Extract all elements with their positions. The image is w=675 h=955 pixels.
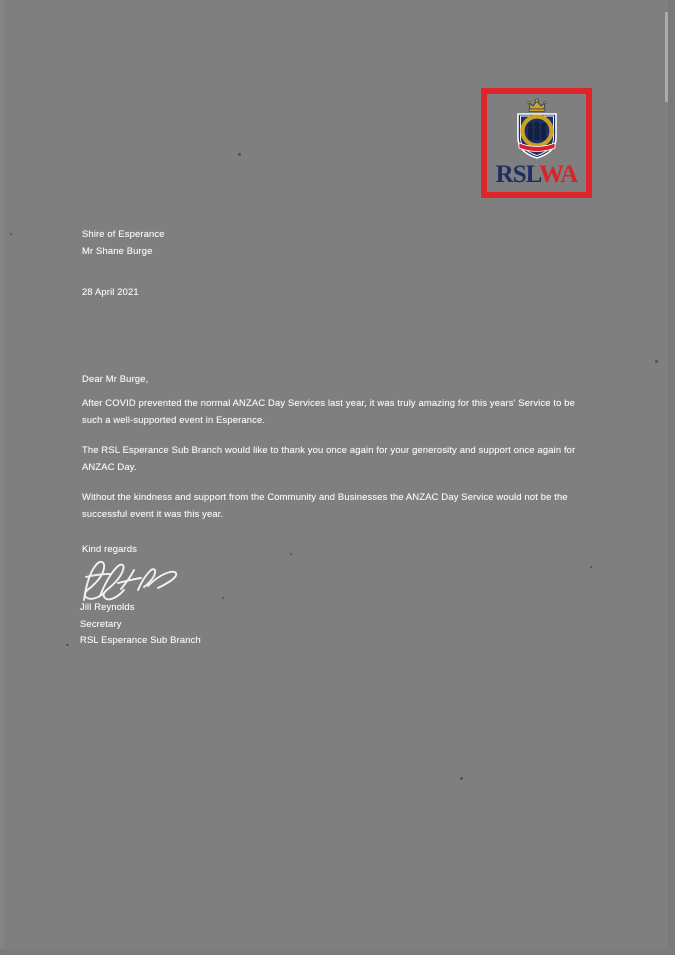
page-bottom-edge <box>0 949 675 955</box>
scan-speck <box>238 153 241 156</box>
scan-speck <box>590 566 592 568</box>
addressee-person: Mr Shane Burge <box>82 245 153 257</box>
wordmark-wa: WA <box>539 161 578 188</box>
scan-speck <box>655 360 658 363</box>
scan-speck <box>460 777 463 780</box>
scan-speck <box>66 644 69 646</box>
logo-inner: RSLWA <box>490 97 583 189</box>
rsl-badge-icon <box>516 98 557 159</box>
addressee-block: Shire of Esperance Mr Shane Burge <box>82 227 402 260</box>
handwritten-signature <box>83 560 178 601</box>
scan-speck <box>290 553 292 555</box>
signoff-organisation: RSL Esperance Sub Branch <box>80 635 201 646</box>
body-paragraph-1: After COVID prevented the normal ANZAC D… <box>82 398 576 426</box>
letter-date: 28 April 2021 <box>82 287 139 298</box>
addressee-organisation: Shire of Esperance <box>82 229 165 240</box>
scan-streak <box>665 12 668 102</box>
letter-body: After COVID prevented the normal ANZAC D… <box>82 396 590 537</box>
page-left-edge <box>0 0 4 955</box>
rsl-wa-wordmark: RSLWA <box>490 162 583 188</box>
scan-speck <box>10 233 12 235</box>
rsl-wa-logo: RSLWA <box>481 88 592 198</box>
page-right-edge <box>668 0 675 955</box>
signoff-title: Secretary <box>80 618 122 630</box>
signoff-name: Jill Reynolds <box>80 602 135 613</box>
scan-speck <box>222 597 224 599</box>
letter-salutation: Dear Mr Burge, <box>82 374 149 385</box>
body-paragraph-3: Without the kindness and support from th… <box>82 492 568 520</box>
body-paragraph-2: The RSL Esperance Sub Branch would like … <box>82 445 576 473</box>
signoff-block: Jill Reynolds Secretary RSL Esperance Su… <box>80 600 340 650</box>
wordmark-rsl: RSL <box>495 161 540 188</box>
letter-closing: Kind regards <box>82 544 138 555</box>
